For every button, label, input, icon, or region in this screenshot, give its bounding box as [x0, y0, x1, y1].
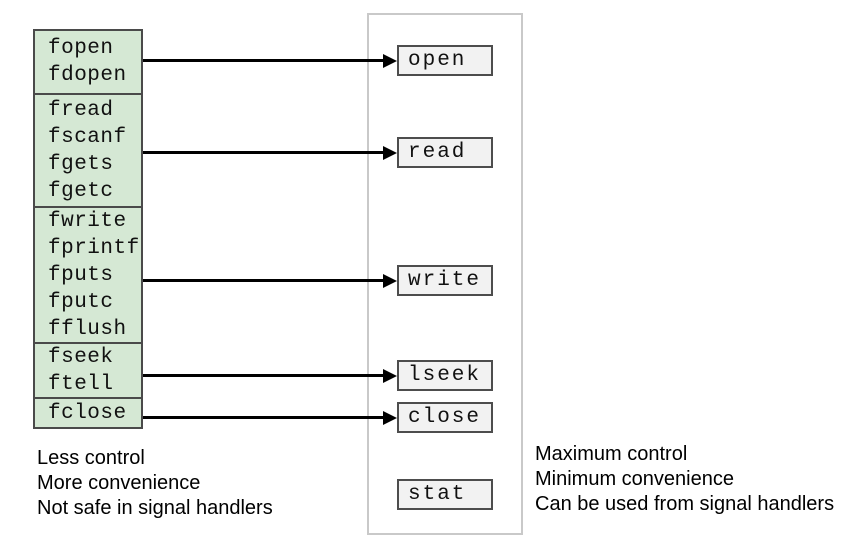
- arrow-fread-to-read-line: [143, 151, 384, 154]
- syscall-box-close: close: [397, 402, 493, 433]
- stdio-box-fclose: fclose: [33, 397, 143, 429]
- stdio-caption-line-2: More convenience: [37, 472, 201, 494]
- arrow-fopen-to-open-head: [383, 54, 397, 68]
- stdio-box-fseek-ftell: fseek ftell: [33, 342, 143, 399]
- syscall-caption-line-1: Maximum control: [535, 443, 688, 465]
- syscall-box-stat: stat: [397, 479, 493, 510]
- syscall-caption: Maximum control Minimum convenience Can …: [535, 442, 834, 517]
- arrow-fread-to-read-head: [383, 146, 397, 160]
- stdio-box-fopen-fdopen: fopen fdopen: [33, 29, 143, 95]
- syscall-box-write: write: [397, 265, 493, 296]
- arrow-fclose-to-close-head: [383, 411, 397, 425]
- syscall-box-read: read: [397, 137, 493, 168]
- stdio-caption-line-3: Not safe in signal handlers: [37, 497, 273, 519]
- stdio-caption: Less control More convenience Not safe i…: [37, 446, 273, 521]
- arrow-fwrite-to-write-line: [143, 279, 384, 282]
- arrow-fseek-to-lseek-head: [383, 369, 397, 383]
- stdio-caption-line-1: Less control: [37, 447, 145, 469]
- syscall-box-lseek: lseek: [397, 360, 493, 391]
- arrow-fopen-to-open-line: [143, 59, 384, 62]
- arrow-fseek-to-lseek-line: [143, 374, 384, 377]
- syscall-caption-line-3: Can be used from signal handlers: [535, 493, 835, 515]
- arrow-fclose-to-close-line: [143, 416, 384, 419]
- syscall-caption-line-2: Minimum convenience: [535, 468, 734, 490]
- syscall-box-open: open: [397, 45, 493, 76]
- arrow-fwrite-to-write-head: [383, 274, 397, 288]
- stdio-box-fread-fscanf-fgets-fgetc: fread fscanf fgets fgetc: [33, 93, 143, 208]
- stdio-function-column: fopen fdopen fread fscanf fgets fgetc fw…: [33, 29, 143, 429]
- stdio-box-fwrite-fprintf-fputs-fputc-fflush: fwrite fprintf fputs fputc fflush: [33, 206, 143, 344]
